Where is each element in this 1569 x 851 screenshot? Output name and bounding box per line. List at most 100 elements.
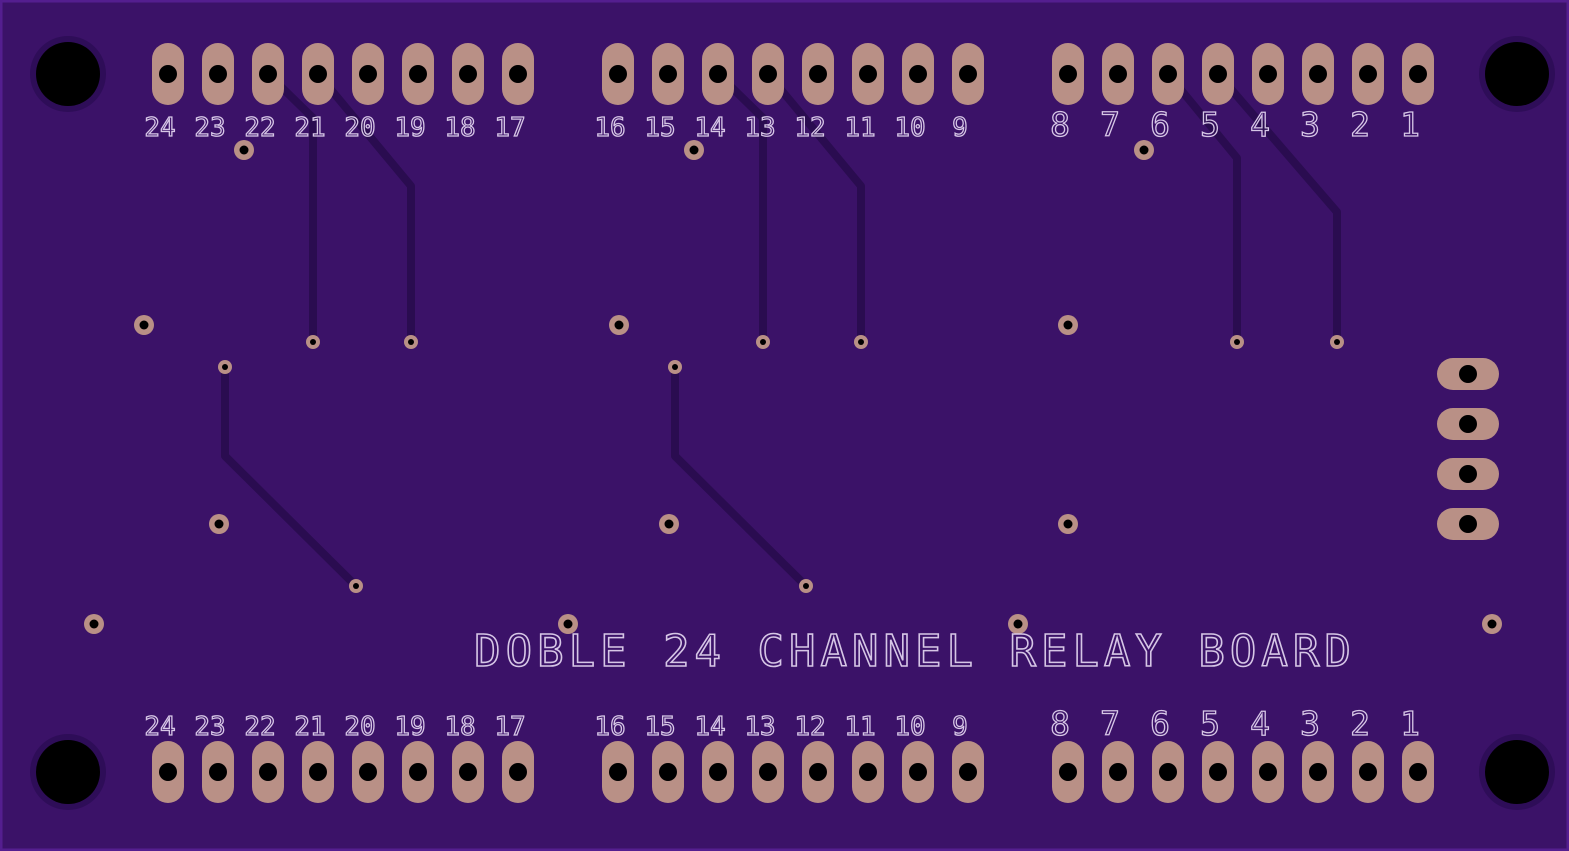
via-drill [760,339,766,345]
pad-drill [359,65,377,83]
pin-label: 6 [1150,704,1170,743]
via-drill [858,339,864,345]
mounting-hole [36,42,100,106]
pad-drill [1459,365,1477,383]
via-drill [563,619,573,629]
via-drill [664,519,674,529]
pin-label: 1 [1400,704,1420,743]
pad-drill [1459,465,1477,483]
pin-label: 8 [1050,704,1070,743]
pad-drill [1359,65,1377,83]
pin-label: 21 [294,712,325,742]
via-drill [139,320,149,330]
mounting-hole [1485,42,1549,106]
pin-label: 18 [444,113,475,143]
via-drill [1234,339,1240,345]
pin-label: 15 [644,712,675,742]
board-title: DOBLE 24 CHANNEL RELAY BOARD [474,626,1356,677]
pin-label: 17 [494,113,525,143]
pin-label: 23 [194,113,225,143]
trace [221,367,359,589]
pin-label: 4 [1250,105,1270,144]
via-drill [214,519,224,529]
pad-drill [1459,515,1477,533]
pin-label: 7 [1100,704,1120,743]
pin-label: 18 [444,712,475,742]
pad-drill [459,65,477,83]
pad-drill [259,763,277,781]
pin-label: 4 [1250,704,1270,743]
pin-label: 3 [1300,704,1320,743]
pin-label: 13 [744,712,775,742]
pad-drill [759,65,777,83]
via-drill [89,619,99,629]
pad-drill [1109,65,1127,83]
pin-label: 24 [144,712,175,742]
pin-label: 6 [1150,105,1170,144]
pin-label: 16 [594,712,625,742]
pin-label: 2 [1350,704,1370,743]
pad-drill [259,65,277,83]
mounting-holes [30,36,1555,810]
pin-label: 13 [744,113,775,143]
pad-drill [809,65,827,83]
pin-label: 23 [194,712,225,742]
trace [1164,71,1241,342]
via-drill [408,339,414,345]
top-header-pads [152,43,1434,105]
pin-label: 9 [952,113,968,143]
via-drill [1487,619,1497,629]
pad-drill [1259,763,1277,781]
via-drill [1139,145,1149,155]
trace [671,367,809,589]
pad-drill [859,65,877,83]
pin-label: 14 [694,113,725,143]
pad-drill [759,763,777,781]
pad-drill [509,763,527,781]
pad-drill [159,65,177,83]
pin-label: 7 [1100,105,1120,144]
via-drill [672,364,678,370]
pad-drill [209,65,227,83]
pad-drill [709,65,727,83]
pin-label: 10 [894,712,925,742]
pad-drill [609,65,627,83]
pad-drill [1209,763,1227,781]
via-drill [803,583,809,589]
pad-drill [659,65,677,83]
pad-drill [309,763,327,781]
pin-label: 24 [144,113,175,143]
pin-label: 22 [244,113,275,143]
pad-drill [309,65,327,83]
pin-label: 3 [1300,105,1320,144]
trace [1214,71,1341,342]
pad-drill [1309,65,1327,83]
pin-label: 5 [1200,704,1220,743]
pad-drill [209,763,227,781]
pin-label: 8 [1050,105,1070,144]
pad-drill [609,763,627,781]
pad-drill [909,763,927,781]
pad-drill [809,763,827,781]
pin-label: 21 [294,113,325,143]
pad-drill [359,763,377,781]
pin-label: 15 [644,113,675,143]
via-drill [353,583,359,589]
pad-drill [409,763,427,781]
pin-label: 11 [844,113,875,143]
pad-drill [1409,763,1427,781]
pad-drill [959,763,977,781]
via-drill [239,145,249,155]
pad-drill [709,763,727,781]
pin-label: 19 [394,712,425,742]
pad-drill [1059,763,1077,781]
pad-drill [509,65,527,83]
pin-label: 9 [952,712,968,742]
pad-drill [1209,65,1227,83]
pad-drill [1159,65,1177,83]
